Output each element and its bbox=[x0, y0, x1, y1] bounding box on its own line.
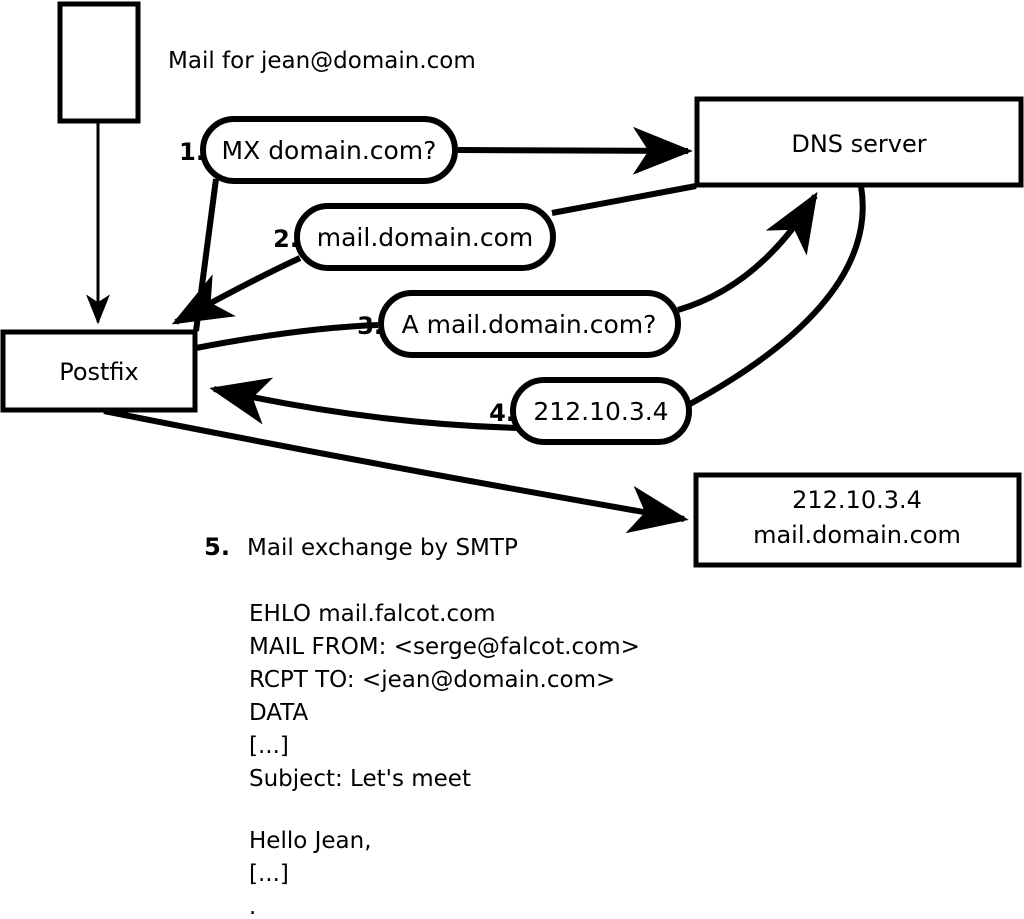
step-1-label: MX domain.com? bbox=[222, 136, 437, 165]
step-2-label: mail.domain.com bbox=[317, 223, 533, 252]
smtp-line-1: MAIL FROM: <serge@falcot.com> bbox=[249, 634, 640, 660]
smtp-line-9: . bbox=[249, 894, 256, 919]
step-4-label: 212.10.3.4 bbox=[533, 397, 668, 426]
postfix-label: Postfix bbox=[59, 358, 139, 386]
step-5-title: Mail exchange by SMTP bbox=[247, 535, 518, 561]
step-3-bubble bbox=[378, 290, 681, 358]
step-3-label: A mail.domain.com? bbox=[402, 310, 657, 339]
step-1-number: 1. bbox=[179, 138, 205, 166]
smtp-line-7: Hello Jean, bbox=[249, 828, 372, 854]
client-box bbox=[57, 1, 141, 124]
edge-step3-to-dns bbox=[677, 191, 818, 313]
step-4-number: 4. bbox=[489, 399, 515, 427]
edge-step4-to-postfix bbox=[209, 377, 521, 431]
step-2-number: 2. bbox=[273, 225, 299, 253]
step-1-bubble bbox=[200, 116, 458, 184]
edge-postfix-to-mailserver bbox=[103, 408, 689, 534]
postfix-box bbox=[0, 329, 198, 413]
mail-server-ip-label: 212.10.3.4 bbox=[792, 486, 922, 514]
edge-step1-to-dns bbox=[457, 126, 693, 175]
smtp-line-3: DATA bbox=[249, 700, 309, 726]
mail-server-box bbox=[693, 472, 1022, 568]
edge-step2-to-postfix bbox=[171, 255, 302, 325]
dns-server-box bbox=[694, 96, 1024, 188]
edge-postfix-to-step3 bbox=[195, 322, 379, 351]
smtp-line-4: [...] bbox=[249, 733, 289, 759]
mail-for-caption: Mail for jean@domain.com bbox=[168, 48, 476, 74]
smtp-line-8: [...] bbox=[249, 861, 289, 887]
smtp-line-2: RCPT TO: <jean@domain.com> bbox=[249, 667, 615, 693]
step-2-bubble bbox=[294, 203, 556, 271]
smtp-line-0: EHLO mail.falcot.com bbox=[249, 601, 496, 627]
edge-dns-to-step4 bbox=[688, 185, 866, 407]
step-4-bubble bbox=[510, 377, 692, 445]
mail-server-host-label: mail.domain.com bbox=[753, 521, 961, 549]
step-5-number: 5. bbox=[204, 533, 230, 561]
dns-server-label: DNS server bbox=[791, 130, 926, 158]
step-3-number: 3. bbox=[357, 312, 383, 340]
smtp-line-5: Subject: Let's meet bbox=[249, 766, 471, 792]
edge-dns-to-step2 bbox=[551, 183, 697, 216]
